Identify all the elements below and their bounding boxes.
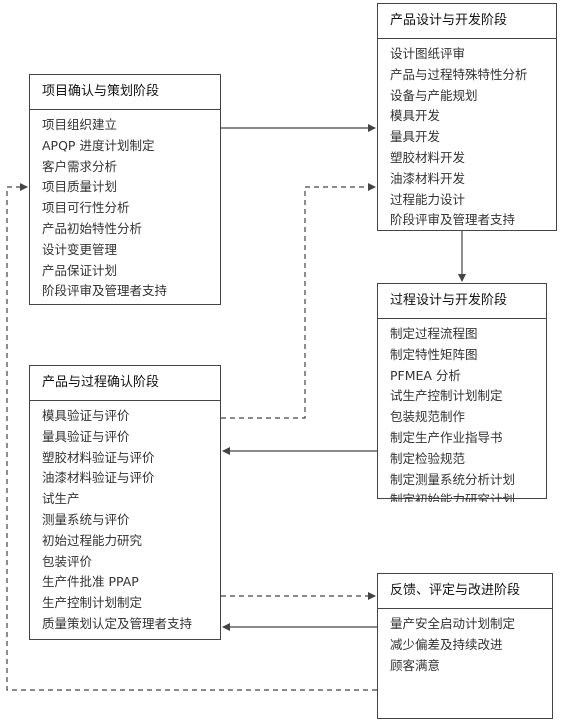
stage-item: APQP 进度计划制定 [42,137,155,153]
stage-process-design-items: 制定过程流程图制定特性矩阵图 PFMEA 分析试生产控制计划制定包装规范制作制定生… [378,319,546,502]
stage-product-design: 产品设计与开发阶段 设计图纸评审产品与过程特殊特性分析设备与产能规划模具开发量具… [377,3,557,231]
stage-validation-title: 产品与过程确认阶段 [30,366,220,401]
stage-item: 塑胶材料验证与评价 [42,449,155,465]
stage-item: 制定测量系统分析计划 [390,471,516,487]
stage-item: 油漆材料开发 [390,170,466,186]
stage-item: 产品与过程特殊特性分析 [390,66,528,82]
stage-item: 量产安全启动计划制定 [390,616,516,631]
stage-item: 试生产 [42,491,80,507]
stage-item: 量具验证与评价 [42,428,130,444]
stage-item: 制定生产作业指导书 [390,429,503,445]
stage-item: 包装规范制作 [390,409,466,425]
stage-item: 制定初始能力研究计划 [390,492,516,502]
stage-item: 阶段评审及管理者支持 [42,283,168,299]
stage-item: 减少偏差及持续改进 [390,636,503,652]
stage-product-design-items: 设计图纸评审产品与过程特殊特性分析设备与产能规划模具开发量具开发塑胶材料开发油漆… [378,39,556,236]
stage-item: 生产件批准 PPAP [42,574,139,590]
stage-item: 模具开发 [390,108,441,124]
stage-product-design-title: 产品设计与开发阶段 [378,4,556,39]
stage-item: 初始过程能力研究 [42,532,143,548]
stage-item: 顾客满意 [390,657,441,673]
stage-validation-items: 模具验证与评价量具验证与评价塑胶材料验证与评价油漆材料验证与评价试生产测量系统与… [30,401,220,644]
stage-item: 项目可行性分析 [42,200,130,216]
stage-item: 试生产控制计划制定 [390,388,503,404]
stage-item: PFMEA 分析 [390,367,461,383]
stage-item: 量具开发 [390,129,441,145]
stage-process-design: 过程设计与开发阶段 制定过程流程图制定特性矩阵图 PFMEA 分析试生产控制计划制… [377,283,547,502]
stage-item: 过程能力设计 [390,191,466,207]
stage-item: 产品保证计划 [42,262,118,278]
stage-item: 产品初始特性分析 [42,220,143,236]
stage-item: 质量策划认定及管理者支持 [42,615,193,631]
stage-planning-items: 项目组织建立 APQP 进度计划制定客户需求分析项目质量计划项目可行性分析产品初始… [30,110,220,309]
stage-feedback: 反馈、评定与改进阶段 量产安全启动计划制定减少偏差及持续改进顾客满意 [377,573,553,719]
stage-item: 包装评价 [42,553,93,569]
stage-item: 生产控制计划制定 [42,595,143,611]
stage-item: 设计变更管理 [42,241,118,257]
stage-item: 项目组织建立 [42,117,118,132]
stage-item: 制定过程流程图 [390,326,478,341]
stage-item: 模具验证与评价 [42,408,130,423]
stage-process-design-title: 过程设计与开发阶段 [378,284,546,319]
stage-item: 阶段评审及管理者支持 [390,212,516,228]
stage-item: 制定特性矩阵图 [390,346,478,362]
stage-item: 项目质量计划 [42,179,118,195]
stage-item: 塑胶材料开发 [390,149,466,165]
stage-feedback-items: 量产安全启动计划制定减少偏差及持续改进顾客满意 [378,609,552,722]
stage-item: 设计图纸评审 [390,46,466,61]
arrow-validation-to-product-design [221,183,376,419]
stage-planning-title: 项目确认与策划阶段 [30,75,220,110]
stage-planning: 项目确认与策划阶段 项目组织建立 APQP 进度计划制定客户需求分析项目质量计划项… [29,74,221,305]
stage-item: 制定检验规范 [390,450,466,466]
stage-item: 客户需求分析 [42,158,118,174]
stage-item: 测量系统与评价 [42,511,130,527]
stage-feedback-title: 反馈、评定与改进阶段 [378,574,552,609]
stage-validation: 产品与过程确认阶段 模具验证与评价量具验证与评价塑胶材料验证与评价油漆材料验证与… [29,365,221,640]
stage-item: 油漆材料验证与评价 [42,470,155,486]
stage-item: 设备与产能规划 [390,87,478,103]
